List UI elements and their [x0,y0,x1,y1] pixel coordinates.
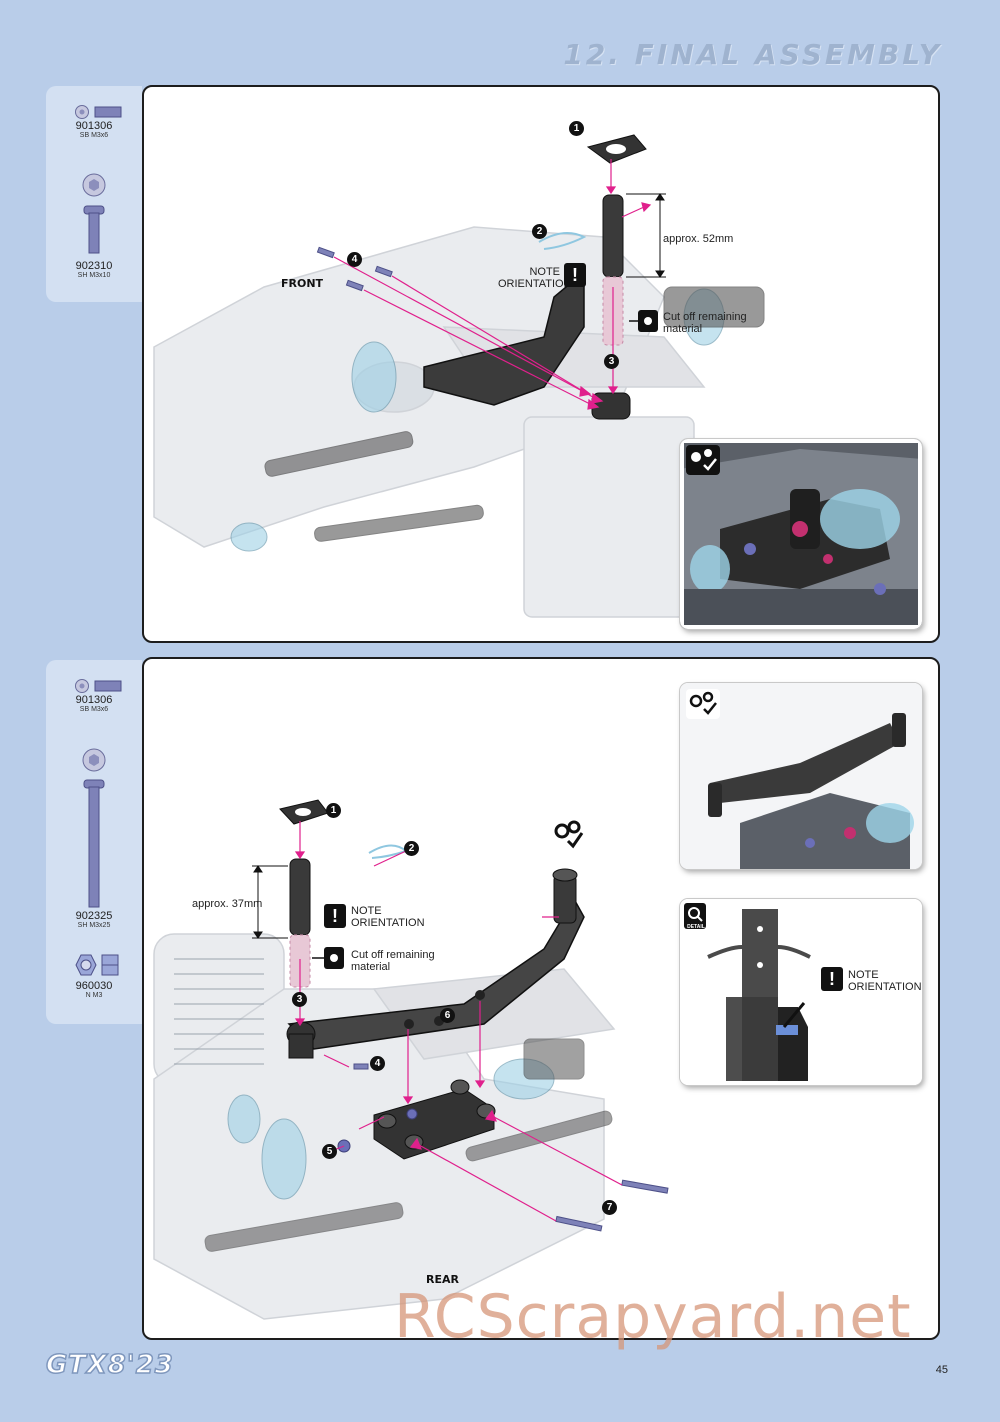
part-960030: 960030 N M3 [46,952,142,999]
assembly-panel-top: 1 2 3 4 approx. 52mm NOTE ORIENTATION ! … [142,85,940,643]
part-number: 960030 [75,980,113,992]
settings-check-icon [689,691,717,715]
step-marker-3: 3 [604,354,619,369]
settings-check-icon [691,449,717,471]
warning-icon: ! [324,904,346,928]
part-desc: SH M3x25 [77,922,111,929]
part-number: 902310 [75,260,113,272]
note-orientation-label: NOTE ORIENTATION [351,905,425,929]
step-marker-7: 7 [602,1200,617,1215]
parts-tab-top: 901306 SB M3x6 902310 SH M3x10 [46,86,142,302]
short-screw-icon [75,679,122,693]
part-desc: SB M3x6 [79,132,109,139]
measurement-label: approx. 37mm [192,898,263,910]
detail-illustration [680,899,922,1085]
part-desc: N M3 [85,992,103,999]
part-number: 902325 [75,910,113,922]
part-desc: SB M3x6 [79,706,109,713]
step-marker-1: 1 [569,121,584,136]
part-901306-bottom: 901306 SB M3x6 [46,678,142,713]
assembly-panel-bottom: 1 2 3 4 5 6 7 approx. 37mm ! NOTE ORIENT… [142,657,940,1340]
settings-check-icon [554,820,584,849]
direction-label: FRONT [281,277,324,290]
detail-note-label: NOTE ORIENTATION [848,969,922,993]
direction-label: REAR [426,1273,459,1286]
nut-icon [75,954,119,976]
detail-inset: DETAIL ! NOTE ORIENTATION [680,899,922,1085]
front-assembly-illustration [153,134,765,618]
cut-note-label: Cut off remaining material [351,949,435,973]
warning-icon: ! [564,263,586,287]
step-marker-2: 2 [532,224,547,239]
assembled-photo [680,439,922,629]
part-number: 901306 [75,120,113,132]
step-marker-5: 5 [322,1144,337,1159]
step-marker-2: 2 [404,841,419,856]
measurement-label: approx. 52mm [663,233,734,245]
photo-inset-top [680,439,922,629]
part-901306-top: 901306 SB M3x6 [46,104,142,139]
note-orientation-label: NOTE ORIENTATION [498,266,572,290]
step-marker-3: 3 [292,992,307,1007]
page-number: 45 [935,1364,948,1376]
part-desc: SH M3x10 [77,272,111,279]
section-title: 12. FINAL ASSEMBLY [563,38,942,71]
detail-badge: DETAIL [687,924,705,930]
parts-tab-bottom: 901306 SB M3x6 902325 SH M3x25 960030 N … [46,660,142,1024]
button-screw-icon [82,173,106,254]
photo-inset-bottom [680,683,922,869]
step-marker-4: 4 [347,252,362,267]
long-screw-icon [82,748,106,908]
part-902310: 902310 SH M3x10 [46,172,142,279]
part-number: 901306 [75,694,113,706]
part-902325: 902325 SH M3x25 [46,746,142,929]
brand-logo: GTX8'23 [45,1349,174,1381]
step-marker-1: 1 [326,803,341,818]
warning-icon: ! [821,967,843,991]
watermark: RCScrapyard.net [394,1282,912,1352]
rear-assembly-illustration [153,799,669,1320]
short-screw-icon [75,105,122,119]
step-marker-6: 6 [440,1008,455,1023]
step-marker-4: 4 [370,1056,385,1071]
assembled-photo [680,683,922,869]
cut-note-label: Cut off remaining material [663,311,747,335]
